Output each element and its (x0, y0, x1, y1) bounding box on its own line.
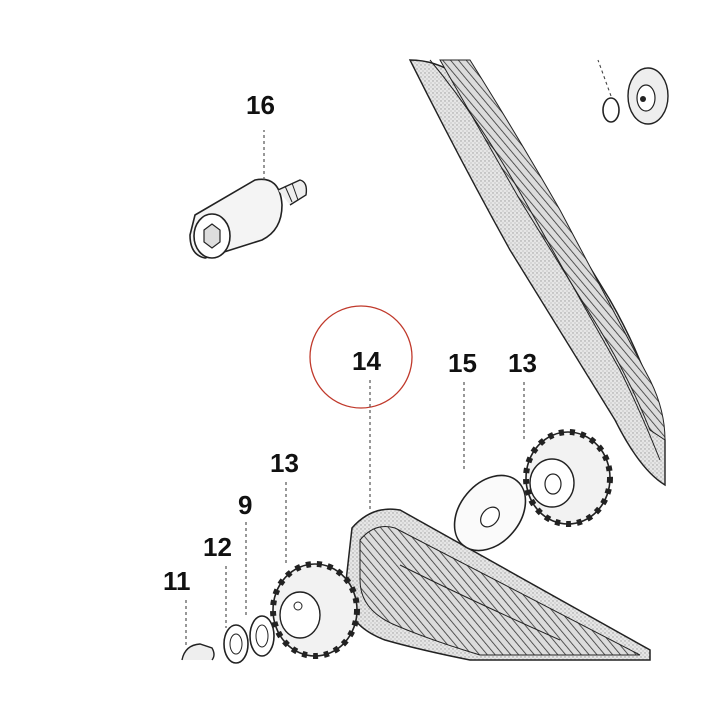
ring-part-9[interactable] (245, 522, 275, 657)
callout-13-right: 13 (508, 348, 537, 378)
callout-16: 16 (246, 90, 275, 120)
callout-13-left: 13 (270, 448, 299, 478)
sprocket-part-13-left[interactable] (270, 482, 360, 659)
callout-9: 9 (238, 490, 252, 520)
spacer-bolt-part-16[interactable] (189, 130, 308, 259)
timing-belt-upper[interactable] (408, 59, 666, 487)
washer-part-15[interactable] (440, 382, 540, 564)
nut-part-11[interactable] (181, 600, 215, 661)
circlip-top[interactable] (597, 59, 620, 123)
callout-12: 12 (203, 532, 232, 562)
sprocket-part-13-right[interactable] (523, 382, 613, 527)
washer-part-12[interactable] (223, 566, 249, 664)
callout-11: 11 (163, 566, 191, 596)
highlight-circle (309, 305, 413, 409)
idler-pulley-top[interactable] (627, 67, 669, 125)
callout-14: 14 (352, 346, 381, 376)
callout-15: 15 (448, 348, 477, 378)
timing-belt-part-14[interactable] (344, 508, 651, 661)
